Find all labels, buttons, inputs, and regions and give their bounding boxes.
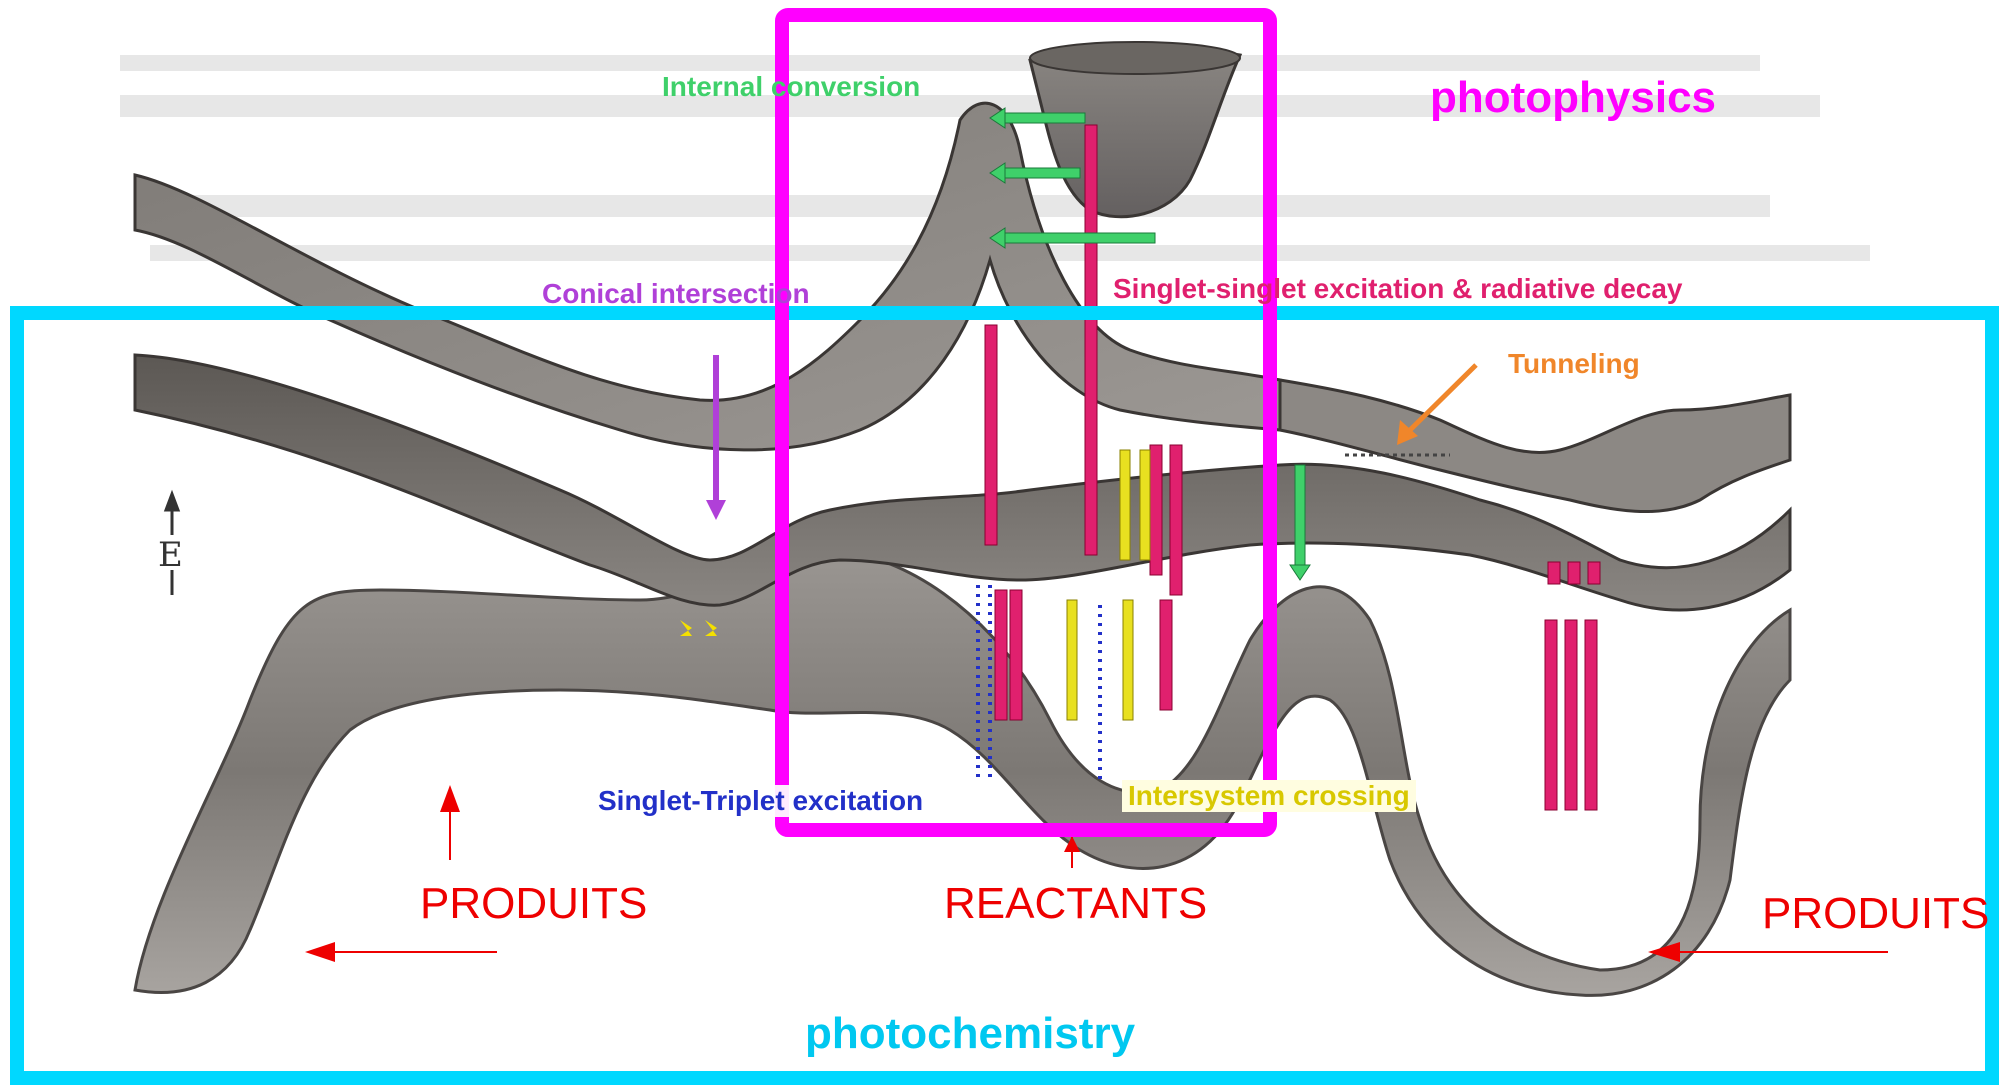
- intersystem-crossing-label: Intersystem crossing: [1122, 780, 1416, 812]
- internal-conversion-label: Internal conversion: [662, 73, 920, 101]
- reactants-label: REACTANTS: [944, 882, 1207, 926]
- conical-intersection-label: Conical intersection: [542, 280, 810, 308]
- photophysics-title: photophysics: [1430, 76, 1716, 120]
- energy-axis-label: E: [158, 538, 183, 572]
- singlet-triplet-label: Singlet-Triplet excitation: [592, 785, 929, 817]
- cone-rim: [1030, 42, 1240, 74]
- ground-state-surface: [135, 549, 1790, 995]
- tunneling-label: Tunneling: [1508, 350, 1640, 378]
- singlet-singlet-label: Singlet-singlet excitation & radiative d…: [1113, 275, 1683, 303]
- photochemistry-title: photochemistry: [805, 1012, 1135, 1056]
- produits-left-label: PRODUITS: [420, 882, 647, 926]
- produits-right-label: PRODUITS: [1762, 892, 1989, 936]
